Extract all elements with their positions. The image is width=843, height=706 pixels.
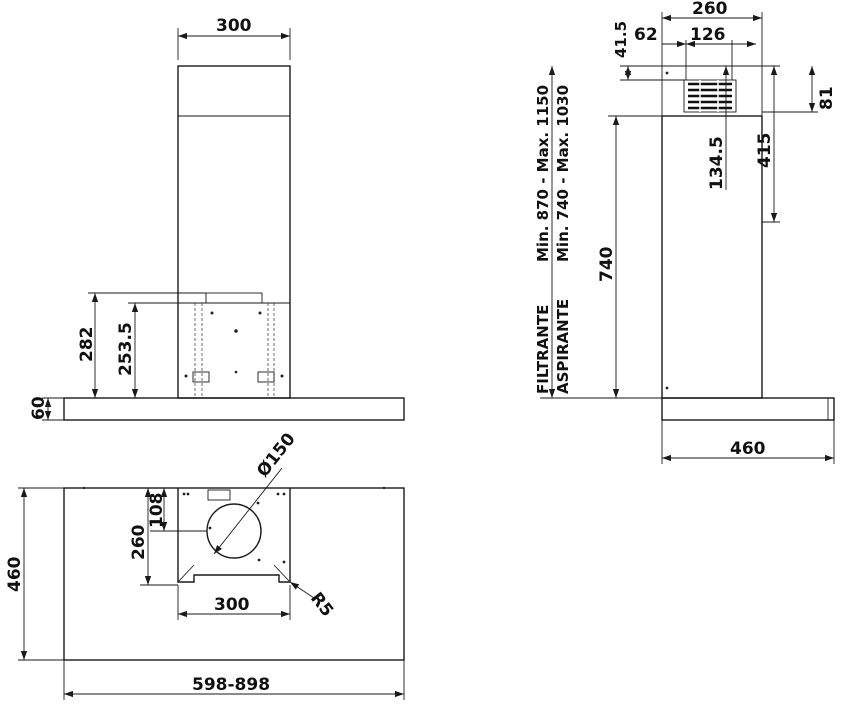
range-filtrante: Min. 870 - Max. 1150 [534, 85, 552, 262]
dim-415: 415 [755, 133, 775, 169]
dim-top-260: 260 [129, 524, 149, 560]
side-view: 260 62 126 41.5 81 134.5 415 740 FILTRAN… [534, 0, 837, 464]
dim-side-260: 260 [692, 0, 728, 19]
range-aspirante: Min. 740 - Max. 1030 [554, 85, 572, 262]
dim-253: 253.5 [116, 322, 136, 376]
dim-282: 282 [77, 327, 97, 363]
dim-740: 740 [597, 246, 617, 282]
dim-top-300: 300 [214, 595, 250, 615]
dim-line-diameter [213, 467, 283, 555]
dim-top-460: 460 [5, 556, 25, 592]
dim-side-460: 460 [730, 439, 766, 459]
front-canopy [63, 397, 405, 421]
top-canopy [63, 487, 405, 661]
front-motor-unit [205, 292, 263, 304]
dim-width-range: 598-898 [192, 675, 270, 695]
front-view: 300 282 253.5 60 [29, 16, 405, 421]
dim-62: 62 [634, 25, 658, 45]
label-filtrante: FILTRANTE [534, 305, 552, 394]
dim-60: 60 [29, 396, 49, 420]
dim-diameter: Ø150 [253, 429, 300, 481]
dim-81: 81 [817, 86, 837, 110]
dim-126: 126 [690, 25, 726, 45]
label-aspirante: ASPIRANTE [554, 299, 572, 394]
side-vent-grille [683, 79, 737, 113]
top-view: Ø150 108 260 300 R5 460 598-898 [5, 429, 405, 700]
dim-134-5: 134.5 [707, 136, 727, 190]
side-canopy [661, 397, 835, 421]
dim-front-width: 300 [216, 16, 252, 36]
dim-r5: R5 [306, 589, 337, 621]
dim-41-5: 41.5 [612, 21, 630, 58]
top-exhaust-opening [206, 503, 262, 559]
dim-108: 108 [147, 493, 167, 529]
top-chimney [177, 488, 291, 583]
